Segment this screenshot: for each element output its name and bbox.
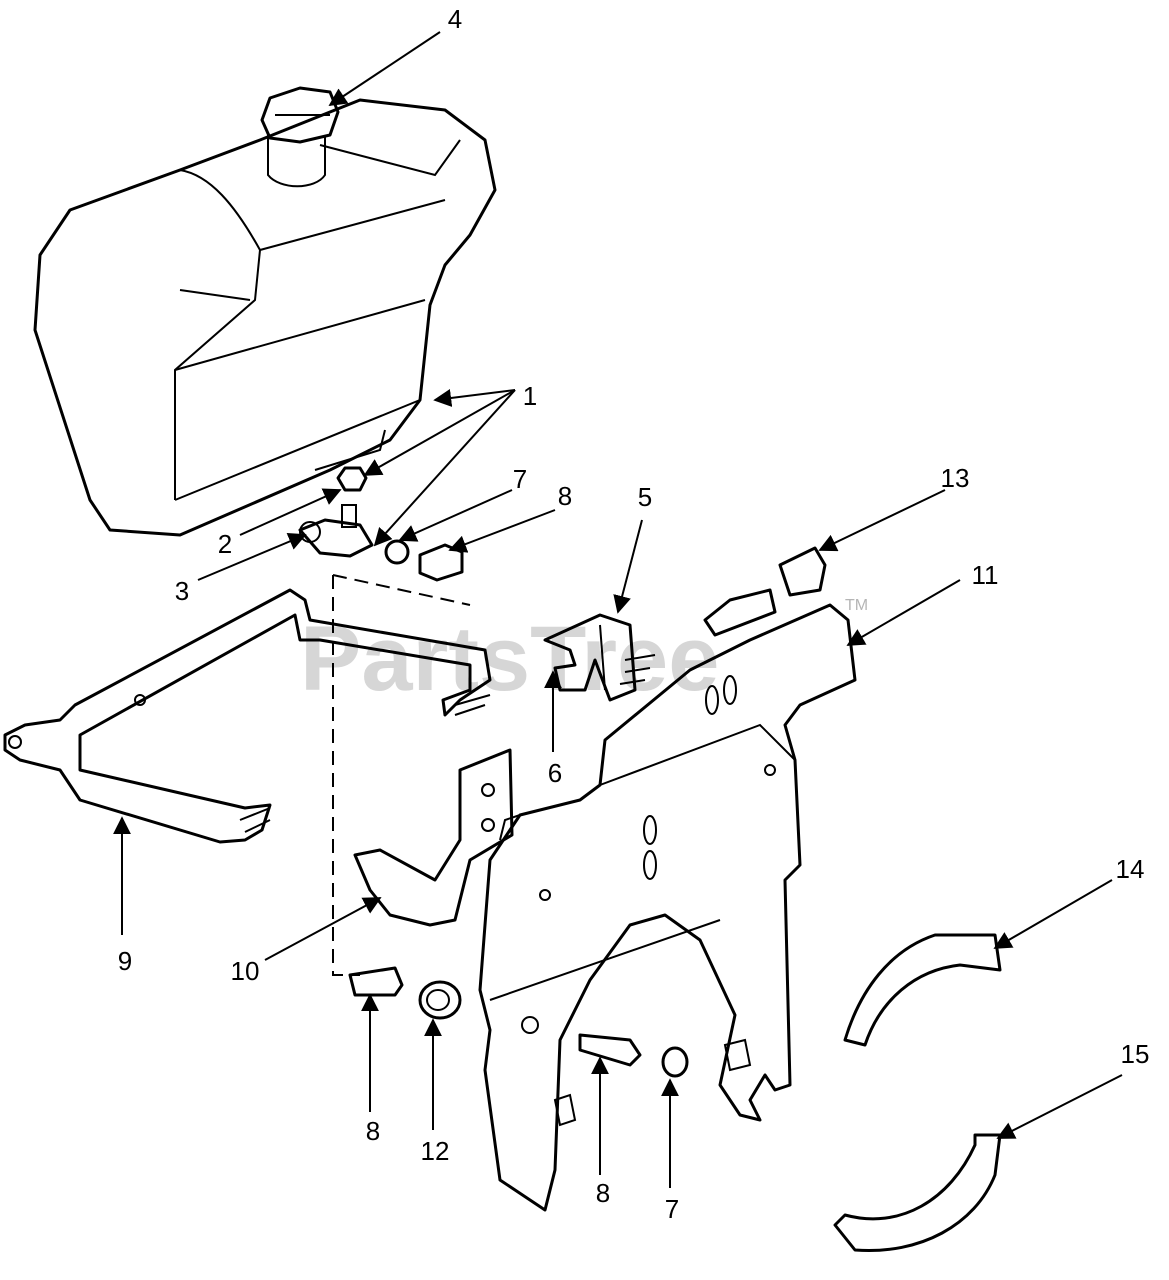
callout-8: 8 bbox=[558, 481, 572, 511]
callout-6: 6 bbox=[548, 758, 562, 788]
hose-clamp-part bbox=[384, 539, 410, 565]
fuel-line-part bbox=[418, 543, 464, 582]
shutoff-valve-part bbox=[298, 504, 374, 558]
callout-4: 4 bbox=[448, 4, 462, 34]
callout-2: 2 bbox=[218, 529, 232, 559]
tank-bracket-part bbox=[3, 588, 492, 844]
callout-9: 9 bbox=[118, 946, 132, 976]
fuel-tank-part bbox=[33, 98, 497, 537]
pin-part bbox=[578, 1033, 642, 1067]
callout-15: 15 bbox=[1121, 1039, 1150, 1069]
watermark-trademark: TM bbox=[845, 597, 868, 614]
callout-5: 5 bbox=[638, 482, 652, 512]
callout-7b: 7 bbox=[665, 1194, 679, 1224]
watermark-text: PartsTree bbox=[300, 608, 719, 710]
leader-lines bbox=[113, 31, 1123, 1188]
callout-14: 14 bbox=[1116, 854, 1145, 884]
bolt-part bbox=[239, 654, 656, 833]
callout-10: 10 bbox=[231, 956, 260, 986]
callout-8c: 8 bbox=[596, 1178, 610, 1208]
callout-11: 11 bbox=[972, 560, 999, 590]
cradle-part bbox=[353, 748, 514, 927]
tube-part bbox=[348, 966, 404, 997]
callout-7: 7 bbox=[513, 464, 527, 494]
insulator-bracket-part bbox=[543, 613, 637, 702]
callout-1: 1 bbox=[523, 381, 537, 411]
callout-12: 12 bbox=[421, 1136, 450, 1166]
clip-part bbox=[661, 1046, 689, 1078]
callout-13: 13 bbox=[941, 463, 970, 493]
belt-guard-lower-part bbox=[833, 1133, 1002, 1253]
drain-plug-part bbox=[336, 466, 368, 492]
fuel-cap-part bbox=[260, 86, 340, 188]
callout-8b: 8 bbox=[366, 1116, 380, 1146]
mount-plate-part bbox=[478, 603, 857, 1212]
spacer-part bbox=[703, 546, 827, 637]
belt-guard-upper-part bbox=[843, 933, 1002, 1047]
spring-part bbox=[418, 980, 462, 1020]
assembly-line-top bbox=[332, 574, 471, 606]
callout-3: 3 bbox=[175, 576, 189, 606]
